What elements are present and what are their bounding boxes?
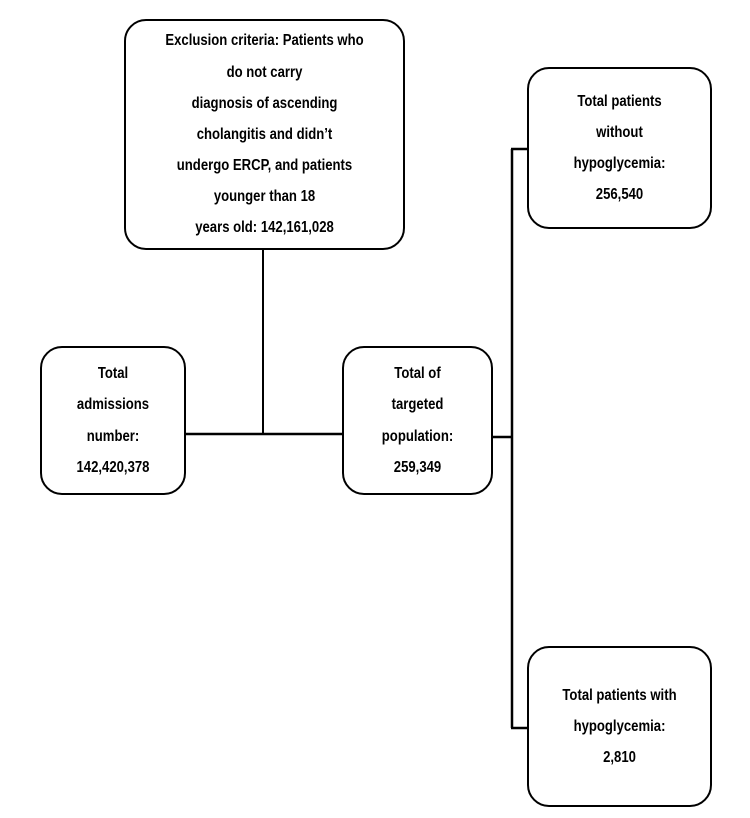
total-admissions-text: Total admissions number: 142,420,378: [68, 358, 158, 483]
with-hypoglycemia-box: Total patients with hypoglycemia: 2,810: [527, 646, 712, 807]
targeted-line-3: 259,349: [393, 458, 442, 476]
exclusion-line-1: Exclusion criteria: Patients who do not …: [165, 32, 364, 81]
exclusion-line-3: undergo ERCP, and patients younger than …: [176, 157, 353, 206]
without-line-1: Total patients without: [577, 92, 662, 141]
without-line-2: hypoglycemia:: [573, 155, 666, 172]
targeted-population-text: Total of targeted population: 259,349: [370, 358, 464, 483]
targeted-line-1: Total of targeted: [391, 365, 444, 414]
admissions-line-3: 142,420,378: [76, 458, 150, 476]
with-line-1: Total patients with: [562, 686, 677, 704]
admissions-line-1: Total admissions: [76, 365, 150, 414]
with-line-2: hypoglycemia:: [573, 717, 666, 735]
admissions-line-2: number:: [86, 427, 140, 445]
targeted-line-2: population:: [381, 427, 454, 445]
with-hypoglycemia-text: Total patients with hypoglycemia: 2,810: [558, 680, 680, 774]
without-line-3: 256,540: [595, 186, 644, 204]
without-hypoglycemia-text: Total patients without hypoglycemia: 256…: [558, 86, 680, 211]
total-admissions-box: Total admissions number: 142,420,378: [40, 346, 186, 495]
without-hypoglycemia-box: Total patients without hypoglycemia: 256…: [527, 67, 712, 229]
exclusion-criteria-text: Exclusion criteria: Patients who do not …: [164, 25, 365, 243]
with-line-3: 2,810: [603, 749, 636, 767]
exclusion-criteria-box: Exclusion criteria: Patients who do not …: [124, 19, 405, 250]
exclusion-line-4: years old: 142,161,028: [195, 219, 334, 237]
exclusion-line-2: diagnosis of ascending cholangitis and d…: [191, 94, 338, 143]
targeted-population-box: Total of targeted population: 259,349: [342, 346, 493, 495]
